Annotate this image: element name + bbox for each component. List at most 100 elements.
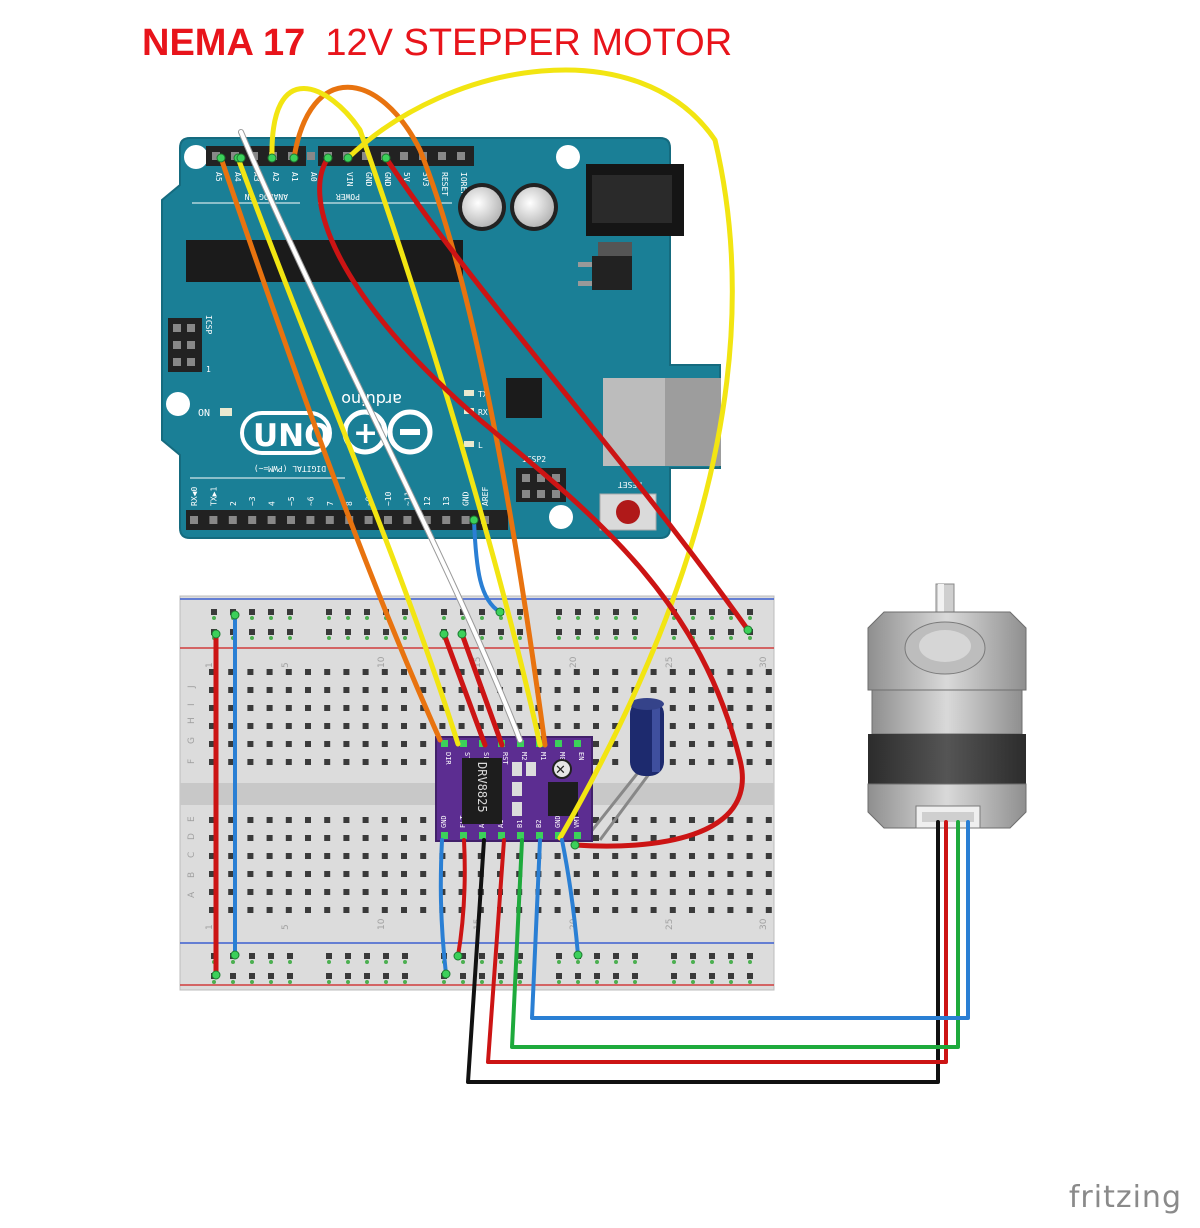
terminal-hole bbox=[401, 759, 407, 765]
terminal-hole bbox=[362, 817, 369, 823]
row-letter: E bbox=[187, 816, 197, 822]
rail-hole bbox=[326, 609, 332, 615]
rail-hole bbox=[498, 629, 504, 635]
digital-label: DIGITAL (PWM=~) bbox=[254, 464, 326, 473]
terminal-hole bbox=[362, 759, 369, 765]
rail-hole-marker bbox=[480, 616, 484, 620]
terminal-hole bbox=[247, 687, 254, 693]
power-label: POWER bbox=[336, 192, 360, 201]
digital-pin-label: ~11 bbox=[403, 491, 412, 506]
rail-hole-marker bbox=[231, 960, 235, 964]
terminal-hole bbox=[689, 853, 695, 859]
trim-potentiometer[interactable] bbox=[552, 759, 572, 779]
rail-hole bbox=[345, 973, 351, 979]
terminal-hole bbox=[324, 817, 331, 823]
motor-core bbox=[868, 734, 1026, 784]
terminal-hole bbox=[381, 817, 388, 823]
driver-pin bbox=[574, 740, 581, 747]
terminal-hole bbox=[612, 907, 619, 913]
terminal-hole bbox=[746, 907, 753, 913]
rail-hole-marker bbox=[633, 616, 637, 620]
terminal-hole bbox=[708, 741, 715, 747]
terminal-hole bbox=[669, 669, 676, 675]
rail-hole bbox=[517, 953, 523, 959]
terminal-hole bbox=[401, 835, 407, 841]
rail-hole bbox=[249, 609, 255, 615]
terminal-hole bbox=[285, 723, 292, 729]
terminal-hole bbox=[401, 741, 407, 747]
rail-hole-marker bbox=[269, 980, 273, 984]
power-pin-label: GND bbox=[383, 172, 392, 187]
terminal-hole bbox=[765, 687, 772, 693]
rx-label: RX bbox=[478, 408, 488, 417]
driver-pin bbox=[441, 832, 448, 839]
rail-hole-marker bbox=[710, 980, 714, 984]
terminal-hole bbox=[305, 853, 311, 859]
terminal-hole bbox=[573, 907, 580, 913]
icsp2-pins bbox=[522, 474, 560, 498]
rail-hole bbox=[709, 629, 715, 635]
rail-hole-marker bbox=[557, 616, 561, 620]
header-pin bbox=[442, 516, 451, 524]
icsp-pins bbox=[173, 324, 195, 366]
microcontroller-chip bbox=[186, 240, 463, 282]
wire bbox=[486, 820, 948, 1064]
rail-hole bbox=[575, 973, 581, 979]
terminal-hole bbox=[343, 669, 350, 675]
rail-hole bbox=[575, 629, 581, 635]
rail-hole bbox=[632, 973, 638, 979]
header-pin bbox=[267, 516, 276, 524]
terminal-hole bbox=[285, 871, 292, 877]
terminal-hole bbox=[247, 817, 254, 823]
terminal-hole bbox=[401, 669, 407, 675]
rail-hole bbox=[441, 609, 447, 615]
row-letter: H bbox=[187, 717, 197, 724]
rail-hole bbox=[364, 609, 370, 615]
terminal-hole bbox=[554, 853, 561, 859]
rail-hole-marker bbox=[269, 636, 273, 640]
terminal-hole bbox=[439, 705, 446, 711]
driver-pin-label: B2 bbox=[535, 820, 543, 828]
rail-hole bbox=[364, 953, 370, 959]
driver-pin bbox=[517, 832, 524, 839]
wire-end-point bbox=[570, 840, 580, 850]
terminal-hole bbox=[343, 853, 350, 859]
wire bbox=[239, 130, 522, 742]
terminal-hole bbox=[420, 687, 427, 693]
rail-hole bbox=[479, 609, 485, 615]
reset-button-cap[interactable] bbox=[616, 500, 640, 524]
analog-pin-label: A5 bbox=[214, 172, 223, 182]
digital-pin-label: ~10 bbox=[384, 491, 393, 506]
digital-pin-label: ~3 bbox=[248, 496, 257, 506]
wire-end-point bbox=[573, 950, 583, 960]
terminal-hole bbox=[497, 669, 503, 675]
terminal-hole bbox=[420, 759, 427, 765]
rail-hole-marker bbox=[461, 616, 465, 620]
terminal-hole bbox=[381, 853, 388, 859]
terminal-hole bbox=[669, 759, 676, 765]
rail-hole bbox=[268, 609, 274, 615]
rail-hole-marker bbox=[288, 960, 292, 964]
icsp-pin bbox=[173, 358, 181, 366]
rail-hole-marker bbox=[499, 980, 503, 984]
icsp-label: ICSP bbox=[204, 315, 213, 334]
terminal-hole bbox=[612, 723, 619, 729]
rail-hole bbox=[249, 953, 255, 959]
rail-hole bbox=[268, 629, 274, 635]
terminal-hole bbox=[209, 853, 215, 859]
wire-end-point bbox=[323, 153, 333, 163]
rail-hole-marker bbox=[576, 980, 580, 984]
mount-hole bbox=[166, 392, 190, 416]
terminal-hole bbox=[650, 669, 657, 675]
rail-hole-marker bbox=[269, 616, 273, 620]
rail-hole bbox=[326, 973, 332, 979]
board-capacitor bbox=[514, 187, 554, 227]
terminal-hole bbox=[362, 907, 369, 913]
terminal-hole bbox=[401, 871, 407, 877]
terminal-hole bbox=[573, 669, 580, 675]
rail-hole bbox=[287, 953, 293, 959]
terminal-hole bbox=[324, 759, 331, 765]
terminal-hole bbox=[650, 853, 657, 859]
